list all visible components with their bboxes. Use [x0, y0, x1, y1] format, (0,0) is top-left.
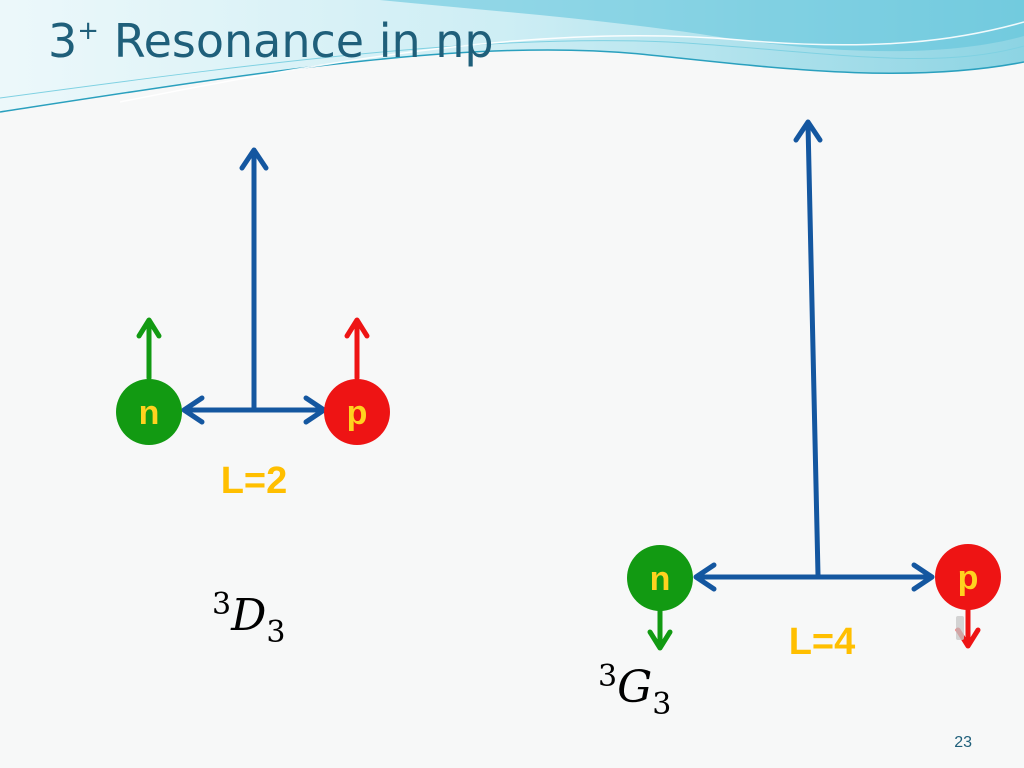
- right-term-multiplicity: 3: [598, 659, 618, 694]
- left-neutron: n: [116, 379, 182, 445]
- page-number: 23: [954, 734, 972, 751]
- right-separation-arrow: [693, 562, 935, 592]
- left-term-symbol: 3D3: [212, 590, 285, 648]
- left-neutron-spin-arrow: [136, 317, 162, 381]
- right-configuration: n p L=4: [627, 119, 1001, 663]
- left-proton-spin-arrow: [344, 317, 370, 381]
- right-term-letter: G: [617, 662, 653, 713]
- title-superscript: +: [77, 16, 100, 46]
- left-proton: p: [324, 379, 390, 445]
- right-total-angular-momentum-arrow: [793, 119, 823, 578]
- slide-title: 3+ Resonance in np: [48, 14, 494, 69]
- right-neutron-label: n: [650, 560, 671, 598]
- right-term-symbol: 3G3: [598, 662, 671, 720]
- right-proton-label: p: [958, 559, 979, 597]
- left-neutron-label: n: [139, 394, 160, 432]
- right-proton-spin-shadow: [956, 616, 964, 640]
- right-neutron-spin-arrow: [647, 607, 673, 651]
- left-l-label: L=2: [221, 460, 288, 502]
- title-text: Resonance in np: [99, 14, 494, 68]
- right-proton: p: [935, 544, 1001, 610]
- right-term-j: 3: [652, 687, 672, 722]
- left-term-j: 3: [266, 615, 286, 650]
- left-separation-arrow: [181, 395, 327, 425]
- left-total-angular-momentum-arrow: [239, 147, 269, 413]
- right-neutron: n: [627, 545, 693, 611]
- title-number: 3: [48, 14, 78, 68]
- right-l-label: L=4: [789, 621, 856, 663]
- left-configuration: n p L=2: [116, 147, 390, 502]
- left-term-multiplicity: 3: [212, 587, 232, 622]
- left-term-letter: D: [231, 590, 267, 641]
- left-proton-label: p: [347, 394, 368, 432]
